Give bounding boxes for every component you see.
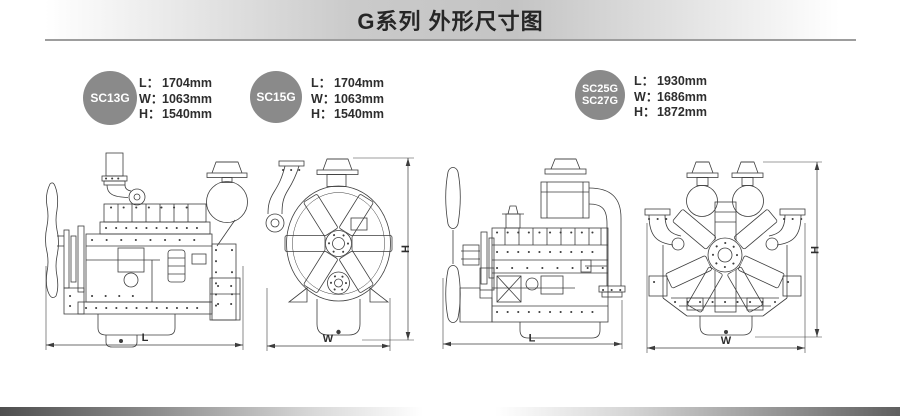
dim-label-width: W xyxy=(323,333,334,345)
model-label: SC27G xyxy=(581,95,619,107)
model-label: SC15G xyxy=(256,90,296,104)
dim-label-length: L xyxy=(142,332,149,344)
spec-row: W：1063mm xyxy=(139,91,213,106)
spec-row: W：1686mm xyxy=(634,89,708,104)
engine-front-view-small-drawing: W H xyxy=(265,157,414,351)
spec-row: H：1872mm xyxy=(634,105,708,120)
dim-label-length: L xyxy=(529,333,536,345)
spec-list-sc25g-sc27g: L：1930mm W：1686mm H：1872mm xyxy=(634,74,707,121)
model-label: SC13G xyxy=(90,91,130,105)
dim-label-height: H xyxy=(399,245,411,253)
spec-row: L：1704mm xyxy=(139,76,213,90)
spec-list-sc13g: L：1704mm W：1063mm H：1540mm xyxy=(139,76,212,123)
spec-row: L：1930mm xyxy=(634,74,708,88)
spec-row: L：1704mm xyxy=(311,76,385,90)
model-badge-sc25g-sc27g: SC25G SC27G xyxy=(575,70,625,120)
engine-views-large-drawing: L W H xyxy=(442,158,822,353)
footer-bar xyxy=(0,407,900,416)
model-badge-sc13g: SC13G xyxy=(83,71,137,125)
header-band: G系列 外形尺寸图 xyxy=(45,0,856,41)
page-title: G系列 外形尺寸图 xyxy=(357,8,544,34)
model-badge-sc15g: SC15G xyxy=(250,71,302,123)
engine-side-view-small-drawing: L xyxy=(45,152,248,350)
dim-label-height: H xyxy=(808,246,820,254)
spec-row: W：1063mm xyxy=(311,91,385,106)
dim-label-width: W xyxy=(721,335,732,347)
model-label: SC25G xyxy=(581,83,619,95)
spec-row: H：1540mm xyxy=(139,107,213,122)
spec-row: H：1540mm xyxy=(311,107,385,122)
spec-list-sc15g: L：1704mm W：1063mm H：1540mm xyxy=(311,76,384,123)
